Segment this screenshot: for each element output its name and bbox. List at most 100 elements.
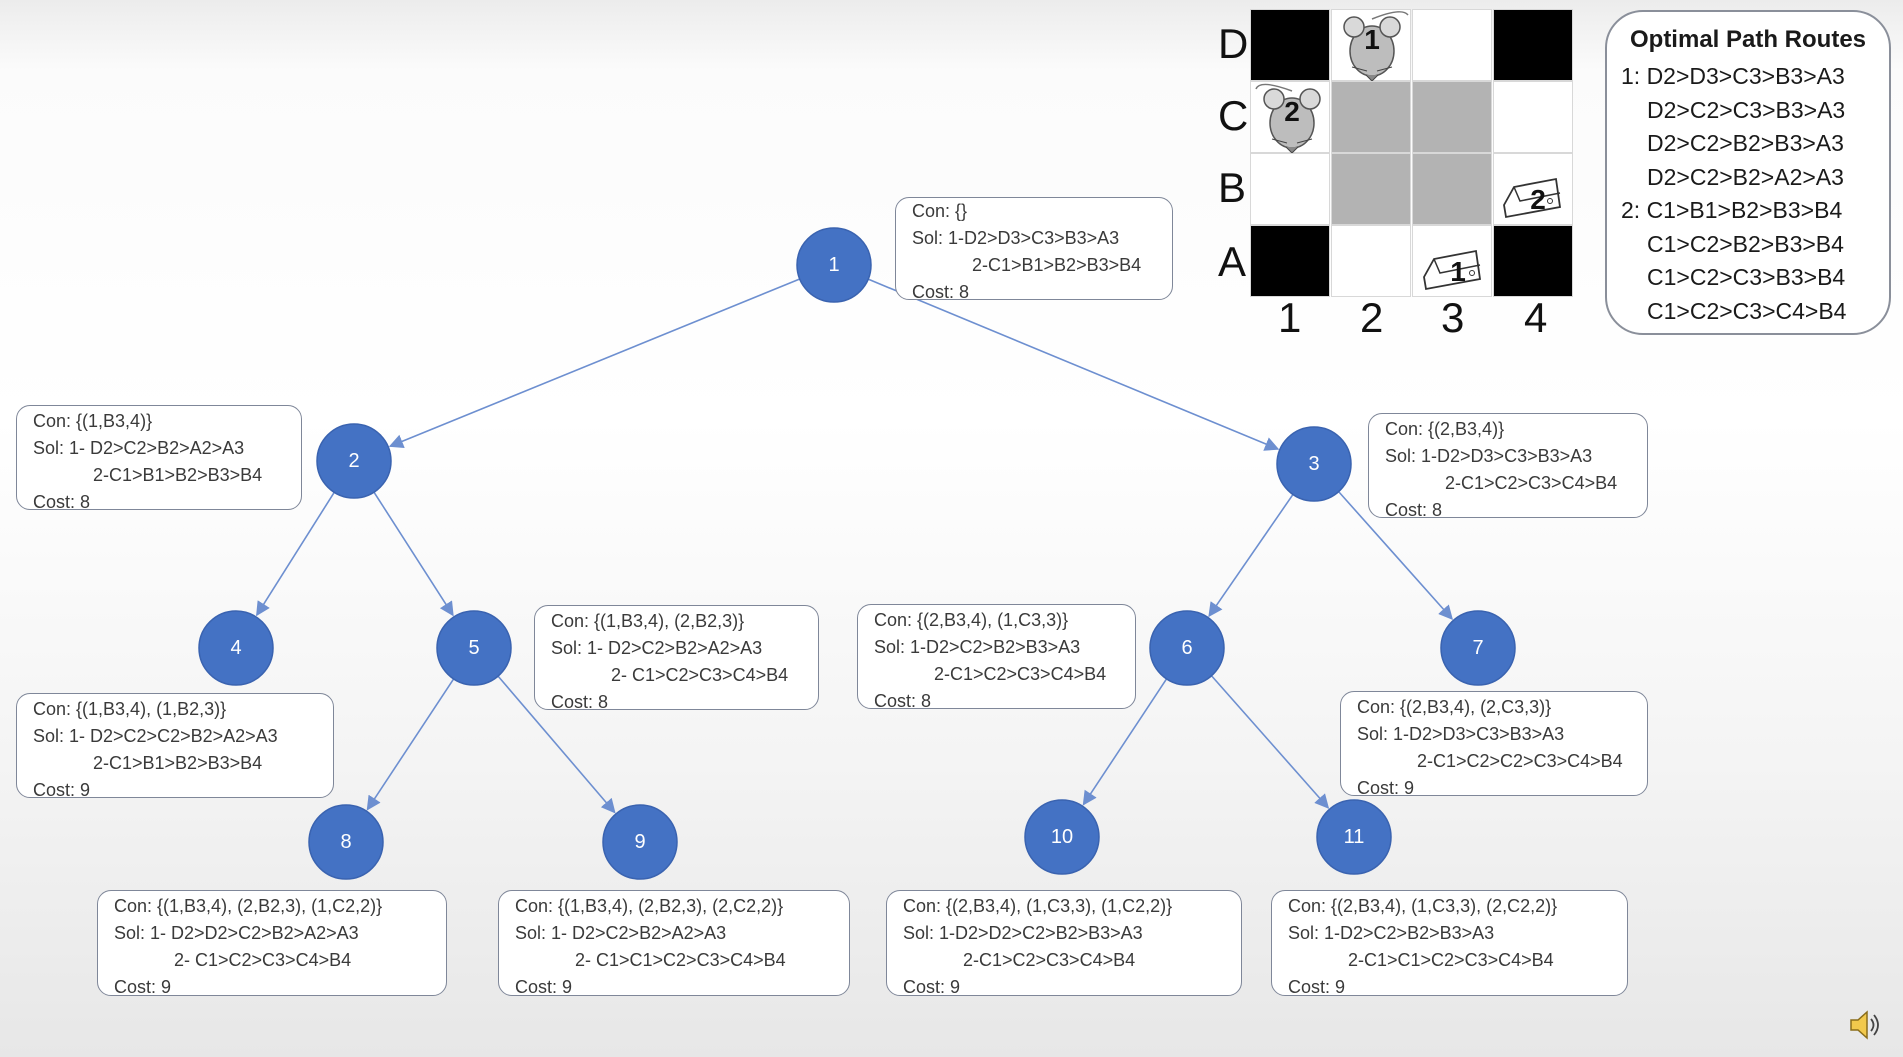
node-label: 9 [634,831,645,853]
grid-row-label-b: B [1218,164,1247,211]
node-10-box: Con: {(2,B3,4), (1,C3,3), (1,C2,2)} Sol:… [886,890,1242,997]
route-line: 2: C1>B1>B2>B3>B4 [1621,197,1843,223]
tree-node-4: 4 [198,610,274,686]
node-4-box: Con: {(1,B3,4), (1,B2,3)} Sol: 1- D2>C2>… [16,693,334,800]
route-line: D2>C2>B2>A2>A3 [1647,163,1844,190]
grid-cell-c4 [1493,81,1573,153]
box-con: Con: {(2,B3,4), (1,C3,3)} [874,610,1069,630]
node-label: 1 [828,254,839,276]
routes-title: Optimal Path Routes [1629,26,1867,53]
box-sol-2: 2- C1>C2>C3>C4>B4 [611,665,789,685]
node-9-box: Con: {(1,B3,4), (2,B2,3), (2,C2,2)} Sol:… [498,890,850,997]
node-2-box: Con: {(1,B3,4)} Sol: 1- D2>C2>B2>A2>A3 2… [16,405,302,512]
grid-col-label-1: 1 [1278,294,1302,341]
node-circle [1276,426,1352,502]
box-sol-1: Sol: 1-D2>D2>C2>B2>B3>A3 [903,923,1143,943]
route-line: D2>C2>B2>B3>A3 [1647,130,1844,156]
edge-1-2 [388,278,801,449]
node-label: 10 [1051,826,1073,848]
grid-row-label-d: D [1218,20,1249,67]
grid-cell-b1 [1250,153,1330,225]
box-sol-2: 2-C1>C2>C3>C4>B4 [963,950,1136,970]
box-sol-1: Sol: 1- D2>C2>B2>A2>A3 [515,923,727,943]
node-circle [1024,799,1100,875]
box-con: Con: {(1,B3,4), (2,B2,3)} [551,611,745,631]
edge-3-7 [1338,491,1454,620]
box-con: Con: {(2,B3,4), (1,C3,3), (1,C2,2)} [903,896,1173,916]
box-con: Con: {(1,B3,4), (1,B2,3)} [33,699,227,719]
grid-col-label-3: 3 [1441,294,1465,341]
box-cost: Cost: 9 [1288,977,1346,997]
tree-node-11: 11 [1316,799,1392,875]
box-sol-2: 2-C1>C2>C2>C3>C4>B4 [1417,751,1623,771]
box-cost: Cost: 9 [114,977,172,997]
optimal-routes-panel: Optimal Path Routes 1: D2>D3>C3>B3>A3 D2… [1605,10,1891,335]
node-6-box: Con: {(2,B3,4), (1,C3,3)} Sol: 1-D2>C2>B… [857,604,1136,711]
node-label: 6 [1181,637,1192,659]
mouse-2-label: 2 [1284,96,1300,127]
node-circle [198,610,274,686]
box-sol-1: Sol: 1- D2>C2>C2>B2>A2>A3 [33,726,278,746]
tree-node-10: 10 [1024,799,1100,875]
box-con: Con: {(1,B3,4), (2,B2,3), (2,C2,2)} [515,896,784,916]
box-con: Con: {(1,B3,4), (2,B2,3), (1,C2,2)} [114,896,383,916]
node-5-box: Con: {(1,B3,4), (2,B2,3)} Sol: 1- D2>C2>… [534,605,819,712]
cheese-2-label: 2 [1530,184,1546,215]
box-cost: Cost: 8 [912,282,970,302]
box-sol-2: 2- C1>C2>C3>C4>B4 [174,950,352,970]
speaker-icon[interactable] [1845,1005,1885,1045]
grid-col-label-2: 2 [1360,294,1384,341]
cheese-icon: 2 [1503,177,1562,219]
node-label: 5 [468,637,479,659]
box-cost: Cost: 9 [33,780,91,800]
grid-cell-b3 [1412,153,1492,225]
grid-cell-d3 [1412,9,1492,81]
box-sol-1: Sol: 1- D2>D2>C2>B2>A2>A3 [114,923,359,943]
node-label: 3 [1308,453,1319,475]
grid-cell-b2 [1331,153,1411,225]
box-sol-1: Sol: 1- D2>C2>B2>A2>A3 [551,638,763,658]
edge-1-3 [867,278,1280,451]
tree-node-6: 6 [1149,610,1225,686]
box-sol-1: Sol: 1-D2>D3>C3>B3>A3 [1357,724,1565,744]
node-circle [436,610,512,686]
box-sol-1: Sol: 1-D2>C2>B2>B3>A3 [874,637,1081,657]
tree-node-5: 5 [436,610,512,686]
tree-node-9: 9 [602,804,678,880]
node-3-box: Con: {(2,B3,4)} Sol: 1-D2>D3>C3>B3>A3 2-… [1368,413,1648,520]
node-label: 4 [230,637,241,659]
node-8-box: Con: {(1,B3,4), (2,B2,3), (1,C2,2)} Sol:… [97,890,447,997]
node-1-box: Con: {} Sol: 1-D2>D3>C3>B3>A3 2-C1>B1>B2… [895,197,1173,302]
tree-edges [256,278,1454,814]
box-cost: Cost: 8 [1385,500,1443,520]
node-circle [602,804,678,880]
node-circle [1440,610,1516,686]
box-sol-2: 2-C1>B1>B2>B3>B4 [93,465,263,485]
tree-node-2: 2 [316,423,392,499]
edge-5-9 [497,675,616,814]
node-circle [796,227,872,303]
box-sol-1: Sol: 1-D2>D3>C3>B3>A3 [1385,446,1593,466]
route-line: C1>C2>C3>B3>B4 [1647,264,1846,290]
tree-node-3: 3 [1276,426,1352,502]
box-sol-2: 2-C1>B1>B2>B3>B4 [972,255,1142,275]
grid-cell-c3 [1412,81,1492,153]
edge-6-10 [1082,678,1168,806]
box-cost: Cost: 9 [903,977,961,997]
edge-6-11 [1210,675,1330,809]
tree-node-7: 7 [1440,610,1516,686]
mouse-icon: 1 [1343,11,1409,81]
grid-cell-a1 [1250,225,1330,297]
box-con: Con: {(2,B3,4), (1,C3,3), (2,C2,2)} [1288,896,1558,916]
grid-cell-a2 [1331,225,1411,297]
box-con: Con: {} [912,201,968,221]
grid-row-label-c: C [1218,92,1249,139]
edge-5-8 [366,678,455,811]
route-line: C1>C2>C3>C4>B4 [1647,297,1847,324]
node-circle [1149,610,1225,686]
route-line: 1: D2>D3>C3>B3>A3 [1621,63,1845,89]
route-line: C1>C2>B2>B3>B4 [1647,230,1844,257]
box-con: Con: {(2,B3,4)} [1385,419,1505,439]
node-7-box: Con: {(2,B3,4), (2,C3,3)} Sol: 1-D2>D3>C… [1340,691,1648,798]
